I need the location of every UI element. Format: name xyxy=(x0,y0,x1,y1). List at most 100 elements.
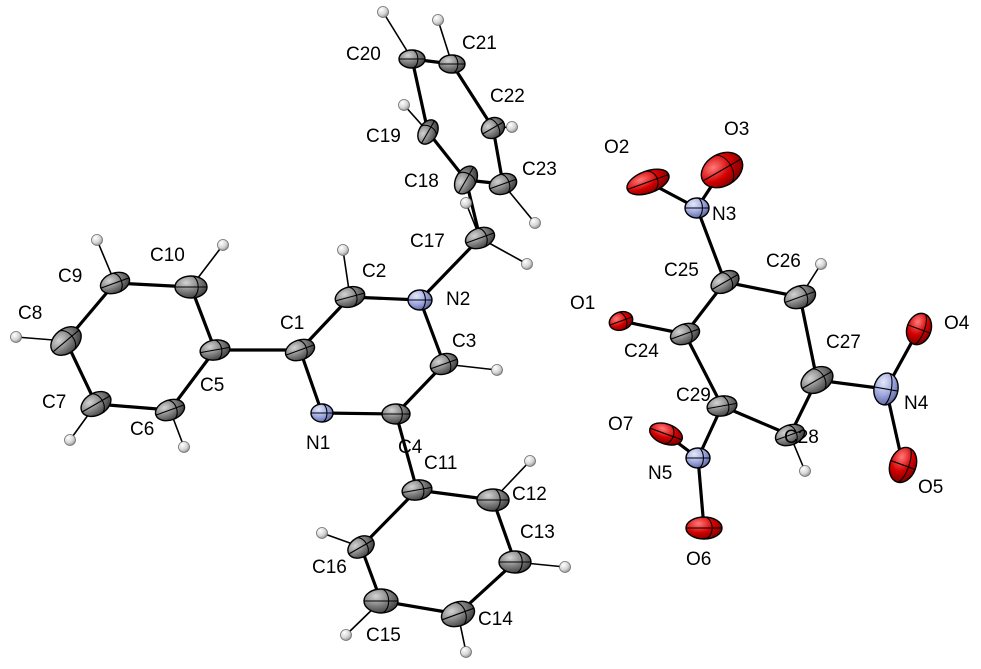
atom-C13 xyxy=(498,550,532,574)
atom-C5 xyxy=(199,339,231,361)
label-C12: C12 xyxy=(512,484,547,505)
label-N4: N4 xyxy=(904,393,929,414)
hydrogen-atom xyxy=(432,14,444,26)
atom-N1 xyxy=(310,403,334,423)
atom-C12 xyxy=(476,488,510,512)
atom-N2 xyxy=(407,289,433,311)
hydrogen-atom xyxy=(64,434,76,446)
atom-C4 xyxy=(381,403,411,425)
atom-C18 xyxy=(453,165,479,195)
hydrogen-atom xyxy=(340,629,352,641)
atom-C25 xyxy=(710,269,740,295)
label-O2: O2 xyxy=(604,137,629,158)
atom-C15 xyxy=(363,588,399,614)
atom-O1 xyxy=(608,310,634,332)
label-C15: C15 xyxy=(366,625,401,646)
label-C10: C10 xyxy=(150,245,185,266)
atom-O5 xyxy=(888,446,918,484)
bond-C4-C11 xyxy=(394,412,419,492)
atom-C28 xyxy=(774,423,806,447)
hydrogen-atom xyxy=(521,258,533,270)
label-C7: C7 xyxy=(42,392,66,413)
label-C21: C21 xyxy=(462,33,497,54)
label-N1: N1 xyxy=(306,433,330,454)
hydrogen-atom xyxy=(316,527,328,539)
hydrogen-atom xyxy=(217,239,229,251)
hydrogen-atom xyxy=(491,364,503,376)
atom-O4 xyxy=(905,312,933,346)
label-C25: C25 xyxy=(664,260,699,281)
hydrogen-atom xyxy=(559,561,571,573)
label-C24: C24 xyxy=(624,341,659,362)
bond-C21-C22 xyxy=(450,62,495,130)
atom-O7 xyxy=(648,422,684,446)
bond-C26-C27 xyxy=(798,295,819,382)
atom-N4 xyxy=(873,372,899,406)
label-C18: C18 xyxy=(404,171,439,192)
heavy-atom-layer xyxy=(50,49,933,628)
label-C2: C2 xyxy=(362,261,386,282)
atom-C9 xyxy=(99,271,131,295)
bond-N1-C1 xyxy=(298,348,324,415)
label-C9: C9 xyxy=(58,266,82,287)
hydrogen-atom xyxy=(524,455,536,467)
atom-C22 xyxy=(480,116,506,140)
label-C19: C19 xyxy=(366,126,401,147)
atom-C19 xyxy=(417,119,439,145)
hydrogen-atom xyxy=(10,331,22,343)
label-N3: N3 xyxy=(712,204,736,225)
atom-C17 xyxy=(464,226,496,250)
label-C26: C26 xyxy=(766,251,801,272)
atom-C20 xyxy=(398,49,426,69)
atom-C11 xyxy=(401,479,433,501)
bond-C19-C20 xyxy=(410,57,430,134)
atom-C14 xyxy=(440,600,476,628)
atom-C7 xyxy=(80,390,112,418)
bond-N2-C3 xyxy=(418,298,446,366)
label-C22: C22 xyxy=(490,86,525,107)
atom-C6 xyxy=(154,398,186,422)
atom-N3 xyxy=(684,197,710,219)
atom-C29 xyxy=(706,395,738,417)
atom-C1 xyxy=(284,338,316,362)
atom-C21 xyxy=(438,54,466,74)
atom-O3 xyxy=(700,151,744,189)
label-C16: C16 xyxy=(312,557,347,578)
atom-C3 xyxy=(429,352,459,376)
label-C17: C17 xyxy=(410,231,445,252)
label-C20: C20 xyxy=(346,44,381,65)
hydrogen-atom xyxy=(460,646,472,658)
atom-C8 xyxy=(50,326,82,356)
label-C27: C27 xyxy=(826,332,861,353)
atom-N5 xyxy=(685,447,711,469)
hydrogen-atom xyxy=(398,99,410,111)
label-C5: C5 xyxy=(200,375,224,396)
label-O3: O3 xyxy=(724,119,749,140)
atom-C26 xyxy=(783,284,817,310)
hydrogen-atom xyxy=(178,441,190,453)
atom-O6 xyxy=(685,516,723,540)
atom-C2 xyxy=(334,285,366,309)
atom-C16 xyxy=(347,535,375,559)
label-C8: C8 xyxy=(18,303,42,324)
label-C28: C28 xyxy=(784,427,819,448)
label-C4: C4 xyxy=(398,437,423,458)
bond-C29-C24 xyxy=(683,332,724,408)
label-O5: O5 xyxy=(918,477,943,498)
hydrogen-atom xyxy=(799,465,811,477)
atom-O2 xyxy=(626,168,670,196)
bond-N2-C17 xyxy=(418,236,482,302)
label-O7: O7 xyxy=(608,414,633,435)
label-C23: C23 xyxy=(522,159,557,180)
hydrogen-atom xyxy=(529,217,541,229)
hydrogen-atom xyxy=(815,258,827,270)
atom-C24 xyxy=(669,322,701,346)
label-C11: C11 xyxy=(424,453,457,474)
atom-C27 xyxy=(800,365,834,395)
label-C1: C1 xyxy=(280,313,304,334)
hydrogen-atom xyxy=(460,197,472,209)
hydrogen-atom xyxy=(337,244,349,256)
atom-C10 xyxy=(174,275,208,299)
hydrogen-atom xyxy=(377,6,389,18)
